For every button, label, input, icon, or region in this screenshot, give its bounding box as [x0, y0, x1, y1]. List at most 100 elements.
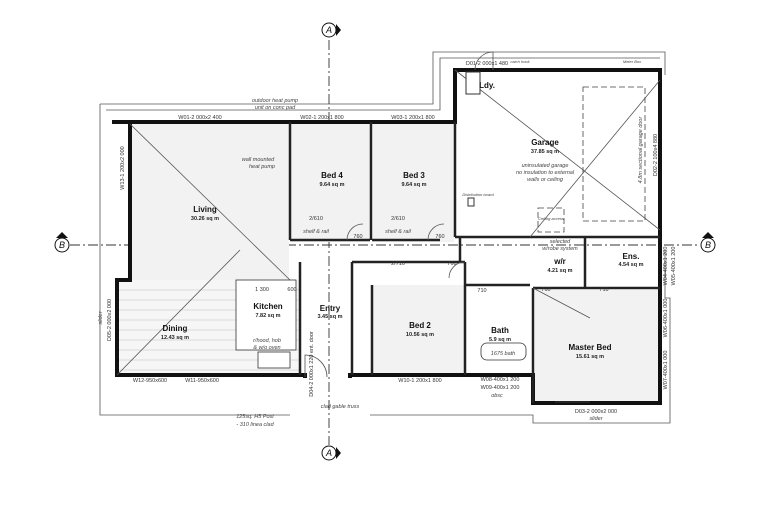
- note: slider: [98, 310, 104, 324]
- door-label: D02-2 100x4 880: [653, 134, 659, 176]
- note: obsc: [491, 393, 503, 399]
- note: 4.8m sectional garage door: [638, 116, 644, 184]
- room-area: 4.21 sq m: [547, 268, 572, 274]
- window-label: W13-1 200x2 000: [120, 146, 126, 189]
- note: Meter Box: [623, 59, 642, 64]
- note: walls or ceiling: [527, 177, 564, 183]
- door-label: D04-2 000x1 220 ent. door: [309, 331, 315, 397]
- room-area: 15.61 sq m: [576, 354, 604, 360]
- dim-label: 760: [541, 287, 550, 293]
- room-name: Living: [193, 205, 217, 214]
- grid-marker-b-right: B: [700, 232, 716, 253]
- grid-label: B: [705, 240, 711, 250]
- window-label: W09-400x1 200: [481, 385, 520, 391]
- window-label: W06-400x1 000: [663, 299, 669, 338]
- room-area: 12.43 sq m: [161, 335, 189, 341]
- note: slider: [589, 416, 603, 422]
- grid-marker-a-top: A: [321, 22, 341, 38]
- ceiling-access: [537, 207, 565, 233]
- door-bed2: [448, 261, 466, 279]
- grid-marker-b-left: B: [54, 232, 70, 253]
- room-area: 7.82 sq m: [255, 313, 280, 319]
- room-ens: Ens.4.54 sq m: [618, 252, 643, 268]
- master-floor: [535, 290, 660, 402]
- room-name: w/r: [553, 257, 566, 266]
- window-label: W12-950x600: [133, 378, 167, 384]
- room-area: 5.9 sq m: [489, 337, 511, 343]
- room-area: 9.64 sq m: [401, 182, 426, 188]
- room-bed4: Bed 49.64 sq m: [319, 171, 344, 188]
- note: Distribution board: [462, 192, 494, 197]
- note: unit on conc pad: [255, 105, 296, 111]
- ceiling-diagonal: [454, 69, 661, 231]
- entry-door: [304, 354, 328, 378]
- dim-label: 1 300: [255, 287, 269, 293]
- eaves-inner: [106, 57, 660, 111]
- door-label: D05-2 000x2 000: [107, 299, 113, 341]
- grid-label: A: [325, 448, 332, 458]
- door-label: D01-2 000x1 480: [466, 61, 508, 67]
- bed3-floor: [373, 124, 454, 242]
- note: catch hook: [510, 59, 530, 64]
- note: uninsulated garage: [522, 163, 569, 169]
- note: & w/o oven: [253, 345, 280, 351]
- room-bed2: Bed 2 10.56 sq m: [406, 321, 434, 338]
- window-label: W01-2 000x2 400: [178, 115, 221, 121]
- note: selected: [550, 239, 571, 245]
- grid-label: B: [59, 240, 65, 250]
- room-name: Bed 2: [409, 321, 431, 330]
- window-label: W04-400x1 200: [663, 247, 669, 286]
- grid-marker-a-bottom: A: [321, 445, 341, 461]
- door-swing-d01: [474, 51, 494, 71]
- room-name: Kitchen: [253, 302, 282, 311]
- window-label: W08-400x1 200: [481, 377, 520, 383]
- room-master-bed: Master Bed 15.61 sq m: [568, 343, 611, 360]
- note: shelf & rail: [385, 229, 411, 235]
- room-bath: Bath 5.9 sq m: [489, 326, 511, 343]
- note: no insulation to external: [516, 170, 575, 176]
- laundry-tub: [465, 71, 481, 95]
- note: - 310 linea clad: [236, 422, 274, 428]
- dim-label: 2/610: [309, 216, 323, 222]
- note: Ceiling access: [538, 216, 564, 221]
- room-name: Garage: [531, 138, 559, 147]
- room-laundry: Ldy.: [479, 81, 495, 90]
- note: 1675 bath: [491, 351, 515, 357]
- note: wall mounted: [242, 157, 275, 163]
- dim-label: 760: [447, 261, 456, 267]
- door-bed4: [346, 223, 364, 241]
- room-name: Master Bed: [568, 343, 611, 352]
- door-bed3: [427, 223, 445, 241]
- bed2-floor: [372, 285, 464, 375]
- dim-label: 2/710: [391, 261, 405, 267]
- kitchen-bench: [235, 279, 297, 351]
- window-label: W07-400x1 000: [663, 351, 669, 390]
- ceiling-diagonal: [129, 123, 291, 281]
- dim-label: 2/610: [391, 216, 405, 222]
- window-label: W05-400x1 200: [671, 247, 677, 286]
- room-area: 3.45 sq m: [317, 314, 342, 320]
- room-living: Living 30.26 sq m: [191, 205, 219, 222]
- room-area: 10.56 sq m: [406, 332, 434, 338]
- dim-label: 760: [435, 234, 444, 240]
- room-name: Entry: [320, 304, 341, 313]
- window-label: W10-1 200x1 800: [398, 378, 441, 384]
- note: clad gable truss: [321, 404, 360, 410]
- note: w/robe system: [542, 246, 578, 252]
- room-area: 37.85 sq m: [531, 149, 559, 155]
- dim-label: 710: [477, 288, 486, 294]
- window-label: W11-950x600: [185, 378, 219, 384]
- room-kitchen: Kitchen 7.82 sq m: [253, 302, 282, 319]
- room-wr: w/r 4.21 sq m: [547, 257, 572, 274]
- room-name: Bath: [491, 326, 509, 335]
- room-name: Bed 4: [321, 171, 343, 180]
- room-name: Ens.: [623, 252, 640, 261]
- dim-label: 710: [599, 287, 608, 293]
- room-name: Bed 3: [403, 171, 425, 180]
- room-area: 30.26 sq m: [191, 216, 219, 222]
- note: heat pump: [249, 164, 275, 170]
- bath-tub: [480, 342, 527, 361]
